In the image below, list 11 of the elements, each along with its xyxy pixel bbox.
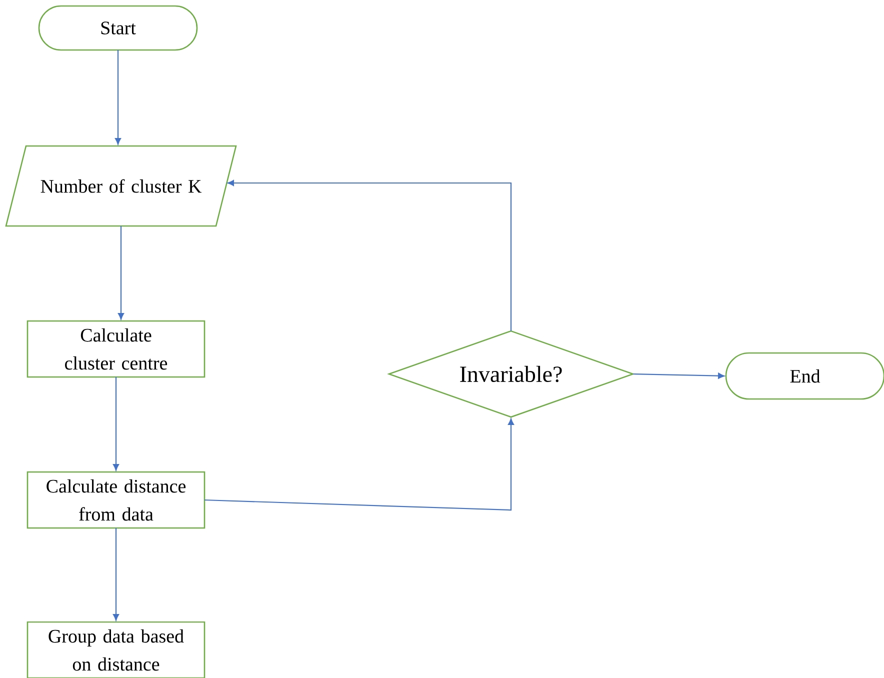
arrow [633, 372, 725, 379]
arrow [115, 50, 121, 145]
input-parallelogram: Number of cluster K [5, 145, 237, 227]
arrow [113, 377, 119, 471]
arrow [227, 180, 512, 331]
arrow [118, 226, 124, 320]
arrow [113, 528, 119, 621]
process-box: Calculate cluster centre [26, 320, 206, 378]
process-box: Calculate distance from data [26, 471, 206, 529]
process-box: Group data based on distance [26, 621, 206, 678]
arrow [204, 418, 514, 511]
